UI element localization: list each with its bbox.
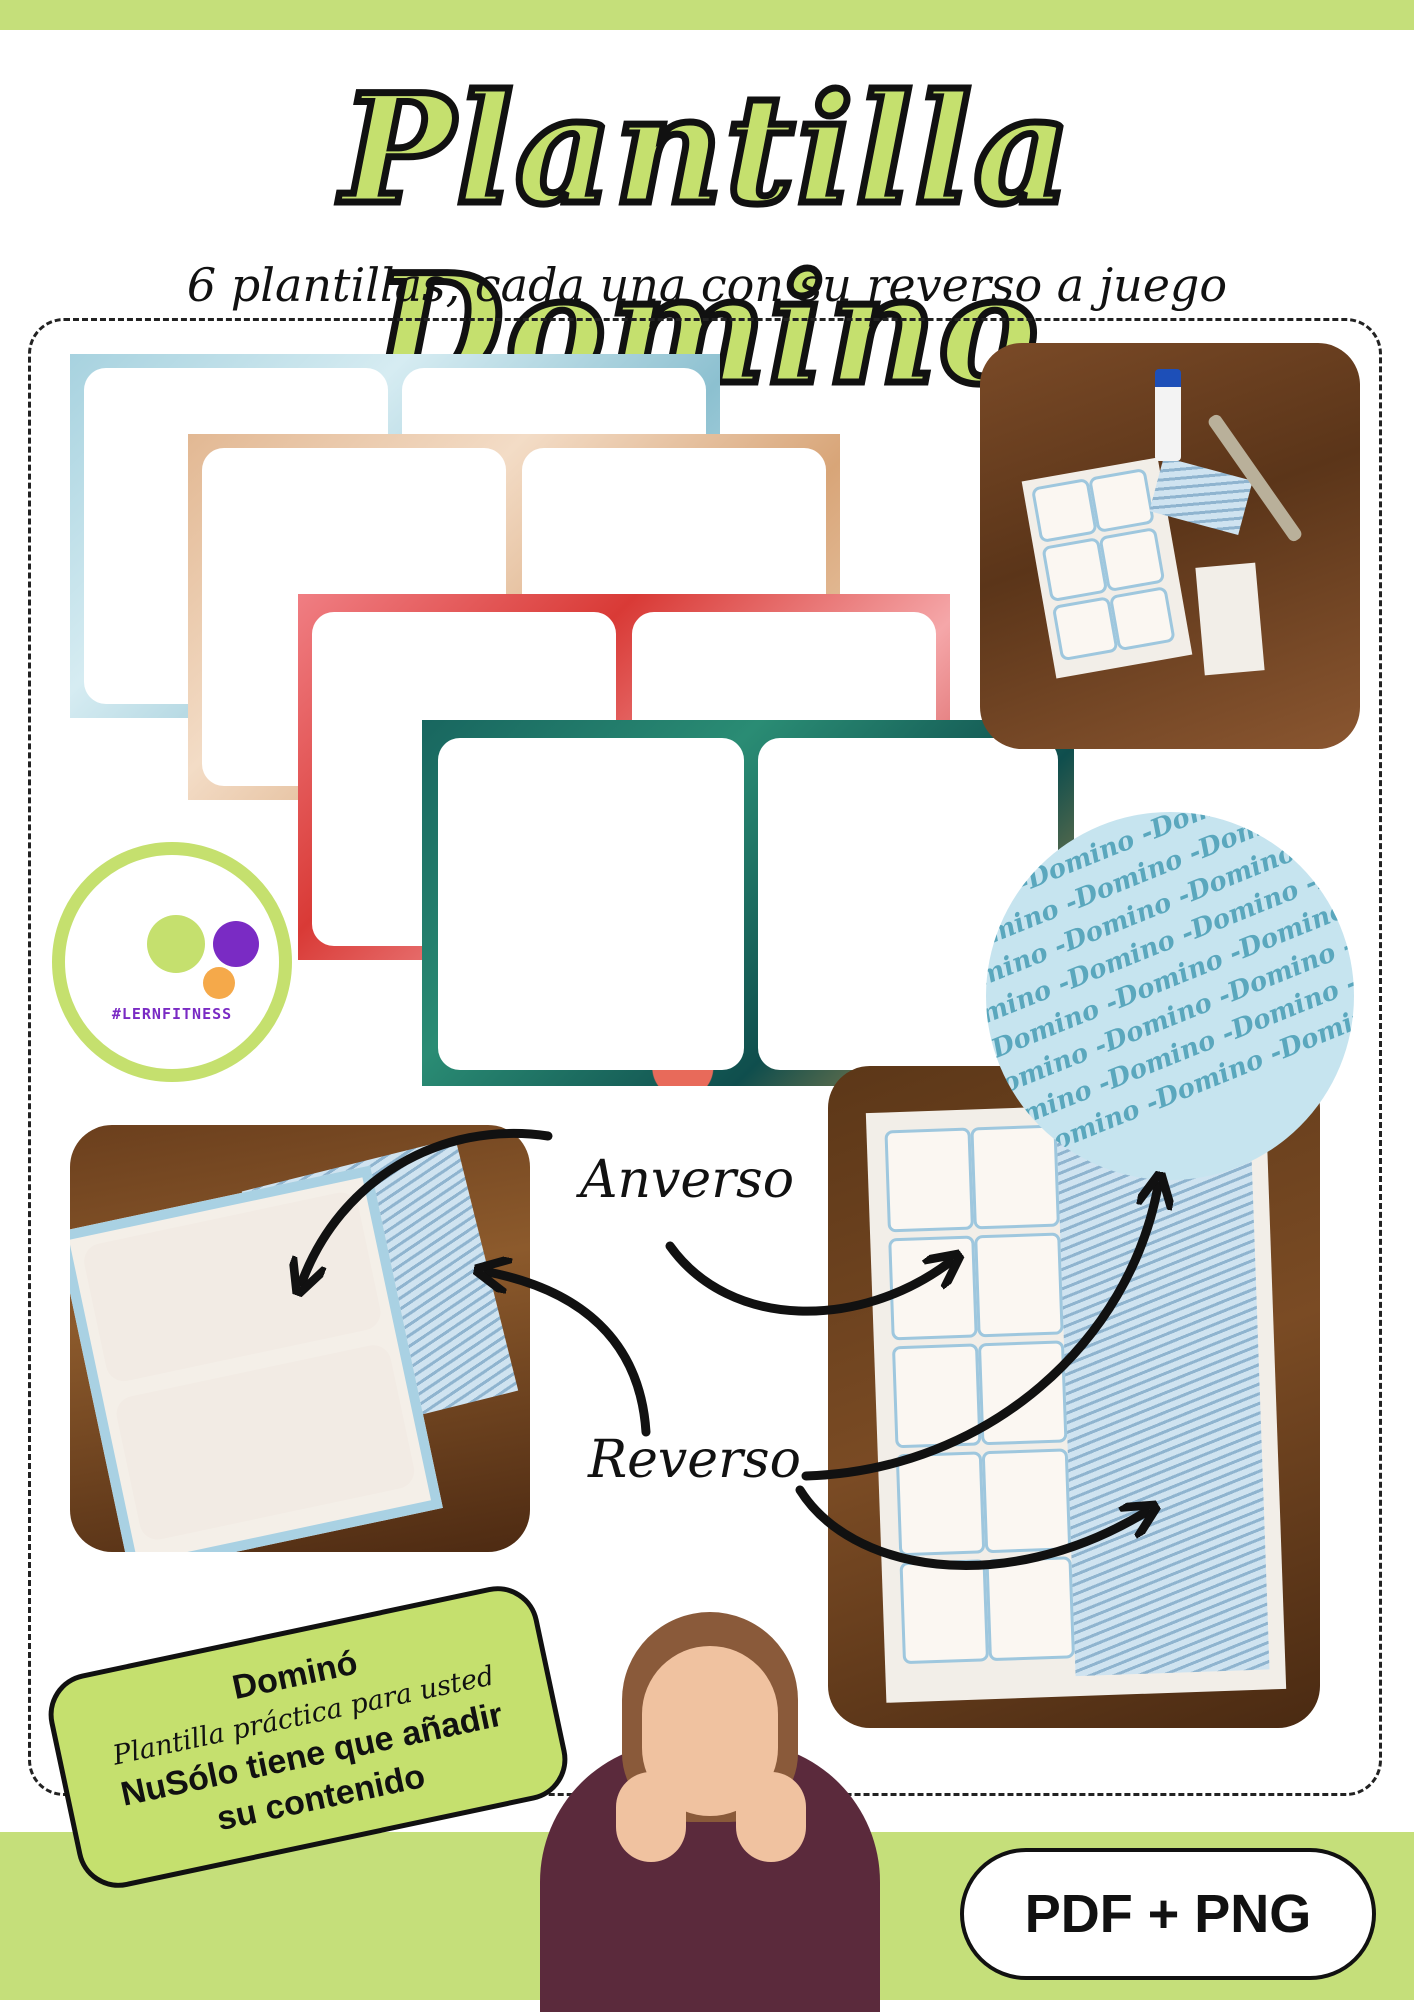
card: [977, 1340, 1068, 1446]
template-preview-floral: [422, 720, 1074, 1086]
card: [981, 1448, 1072, 1554]
card: [985, 1556, 1075, 1662]
card-back-column: [1056, 1129, 1270, 1677]
logo-dot-purple: [213, 921, 259, 967]
card: [888, 1235, 978, 1341]
glue-stick-icon: [1155, 369, 1181, 461]
page-title: Plantilla Domino: [338, 59, 1074, 422]
card: [899, 1559, 990, 1665]
printed-sheet-large: [865, 1099, 1287, 1703]
lernfitness-logo: #LERNFITNESS: [52, 842, 292, 1082]
card: [895, 1451, 986, 1557]
label-front: Anverso: [580, 1150, 795, 1210]
card: [1051, 596, 1119, 662]
card: [884, 1127, 974, 1233]
domino-pattern-zoom: Domino -Domino -Domino Domino -Domino -D…: [986, 812, 1354, 1180]
format-badge: PDF + PNG: [960, 1848, 1376, 1980]
photo-printed-sheets: [828, 1066, 1320, 1728]
card-slot: [438, 738, 744, 1070]
photo-materials: [980, 343, 1360, 749]
card: [1108, 586, 1176, 652]
label-back: Reverso: [588, 1430, 801, 1490]
presenter-hand-right: [736, 1772, 806, 1862]
presenter-photo: [530, 1602, 890, 2012]
cut-card: [1195, 562, 1265, 676]
card: [1030, 477, 1098, 544]
card: [1098, 526, 1166, 593]
card: [891, 1343, 982, 1449]
logo-dot-orange: [203, 967, 235, 999]
card: [974, 1232, 1064, 1338]
page-subtitle: 6 plantillas, cada una con su reverso a …: [186, 258, 1228, 312]
logo-dot-green: [147, 915, 205, 973]
logo-text: #LERNFITNESS: [111, 1005, 233, 1023]
domino-pattern-rows: Domino -Domino -Domino Domino -Domino -D…: [986, 812, 1354, 1180]
presenter-hand-left: [616, 1772, 686, 1862]
card: [1088, 467, 1155, 534]
card: [1041, 537, 1109, 603]
photo-cut-cards: [70, 1125, 530, 1552]
top-band: [0, 0, 1414, 30]
